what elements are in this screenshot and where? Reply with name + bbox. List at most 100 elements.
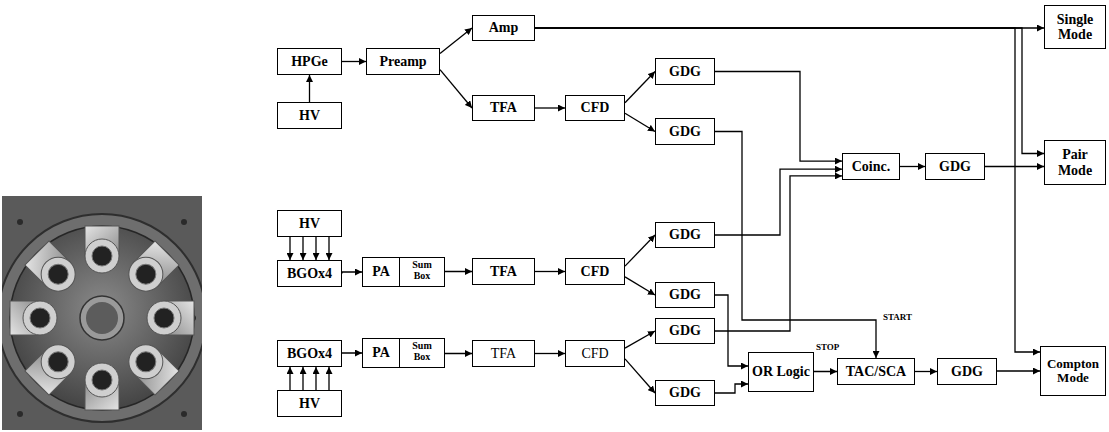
signal-arrow: [715, 384, 748, 393]
box-label: CFD: [581, 100, 610, 115]
crystal-face: [85, 363, 119, 397]
process-box: GDG: [925, 153, 985, 180]
crystal-face: [147, 301, 181, 335]
housing-flange: [2, 214, 202, 422]
box-label: GDG: [669, 323, 701, 338]
box-content: HV: [299, 396, 320, 411]
process-box: CFD: [565, 340, 625, 367]
box-label: Pair Mode: [1045, 147, 1105, 178]
box-content: GDG: [939, 159, 971, 174]
signal-arrow: [625, 235, 655, 266]
box-content: GDG: [669, 287, 701, 302]
box-label: BGOx4: [287, 346, 332, 361]
box-label: GDG: [669, 124, 701, 139]
box-content: CFD: [581, 346, 608, 361]
box-content: PA: [372, 264, 390, 279]
box-content: Amp: [489, 20, 519, 35]
box-label: HV: [299, 216, 320, 231]
signal-arrow: [715, 72, 842, 162]
box-content: Preamp: [379, 54, 426, 69]
process-box: CFD: [565, 258, 625, 285]
box-label: OR Logic: [752, 364, 810, 379]
process-box: TFA: [472, 340, 535, 367]
box-content: Sum Box: [407, 340, 437, 362]
process-box: GDG: [655, 380, 715, 406]
box-content: CFD: [581, 264, 610, 279]
process-box: TAC/SCA: [837, 358, 915, 385]
box-label: GDG: [669, 227, 701, 242]
process-box: OR Logic: [748, 352, 814, 392]
bolt-hole: [17, 411, 23, 417]
crystal-window: [132, 260, 160, 288]
crystal-face: [85, 239, 119, 273]
box-label: Sum Box: [407, 259, 437, 281]
process-box: HV: [277, 210, 342, 237]
signal-arrow: [445, 271, 472, 273]
process-box: TFA: [472, 258, 535, 285]
box-label: TFA: [490, 100, 517, 115]
signal-arrow: [440, 28, 472, 53]
box-content: Pair Mode: [1045, 147, 1105, 178]
process-box: GDG: [655, 282, 715, 308]
box-content: HPGe: [291, 54, 328, 69]
box-content: BGOx4: [287, 266, 332, 281]
process-box: BGOx4: [277, 260, 342, 287]
signal-arrow: [289, 237, 290, 260]
signal-arrow: [625, 113, 655, 131]
box-content: GDG: [669, 385, 701, 400]
box-label: Compton Mode: [1041, 357, 1105, 386]
signal-arrow: [625, 331, 655, 348]
process-box: GDG: [937, 358, 997, 385]
crystal-window: [92, 246, 112, 266]
process-box: TFA: [472, 95, 535, 121]
box-label: TFA: [491, 346, 516, 361]
signal-arrow: [309, 75, 310, 102]
process-box: PA: [362, 338, 400, 368]
process-box: Sum Box: [399, 338, 445, 368]
box-label: GDG: [669, 287, 701, 302]
process-box: Preamp: [366, 48, 440, 75]
signal-arrow: [315, 237, 316, 260]
box-label: GDG: [669, 64, 701, 79]
detector-photo: [0, 0, 210, 432]
box-label: Coinc.: [852, 159, 891, 174]
crystal-window: [44, 348, 72, 376]
box-content: GDG: [669, 124, 701, 139]
crystal-window: [44, 260, 72, 288]
signal-arrow: [302, 367, 303, 390]
crystal-window: [132, 348, 160, 376]
signal-arrow: [535, 271, 565, 272]
signal-arrow: [535, 28, 1040, 352]
crystal-face: [122, 250, 170, 298]
crystal-face: [34, 250, 82, 298]
box-label: Sum Box: [407, 340, 437, 362]
signal-label: START: [882, 313, 913, 323]
process-box: CFD: [565, 95, 625, 121]
process-box: BGOx4: [277, 340, 342, 367]
signal-arrow: [342, 61, 366, 62]
process-box: PA: [362, 257, 400, 287]
box-label: HV: [299, 396, 320, 411]
process-box: GDG: [655, 58, 715, 85]
process-box: HV: [277, 390, 342, 417]
box-content: TFA: [491, 346, 516, 361]
process-box: Compton Mode: [1040, 346, 1106, 396]
box-content: OR Logic: [752, 364, 810, 379]
box-label: HV: [299, 108, 320, 123]
box-content: HV: [299, 108, 320, 123]
box-label: PA: [372, 345, 390, 360]
box-label: GDG: [939, 159, 971, 174]
signal-arrow: [985, 166, 1044, 167]
process-box: Pair Mode: [1044, 140, 1106, 185]
signal-arrow: [997, 370, 1040, 372]
process-box: GDG: [655, 222, 715, 248]
housing-bore: [10, 226, 194, 410]
box-label: TFA: [490, 264, 517, 279]
box-label: CFD: [581, 264, 610, 279]
box-content: GDG: [669, 64, 701, 79]
box-label: PA: [372, 264, 390, 279]
process-box: HV: [277, 102, 342, 129]
signal-arrow: [625, 359, 655, 393]
signal-arrow: [814, 371, 837, 373]
